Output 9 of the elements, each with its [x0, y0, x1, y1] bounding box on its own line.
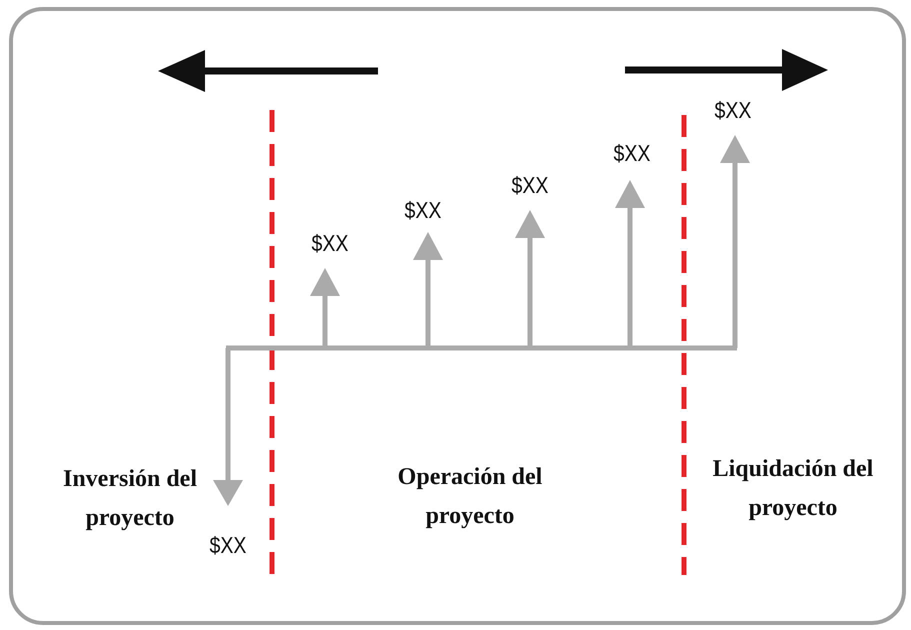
amount-label: $XX [714, 96, 752, 124]
amount-label: $XX [208, 531, 248, 559]
phase-label: Operación del proyecto [396, 463, 544, 531]
amount-label: $XX [404, 196, 442, 224]
amount-label: $XX [310, 229, 350, 257]
amount-label: $XX [510, 171, 550, 199]
amount-label: $XX [612, 139, 652, 167]
phase-label: Liquidación del proyecto [712, 455, 874, 523]
phase-label: Inversión del proyecto [62, 465, 198, 533]
